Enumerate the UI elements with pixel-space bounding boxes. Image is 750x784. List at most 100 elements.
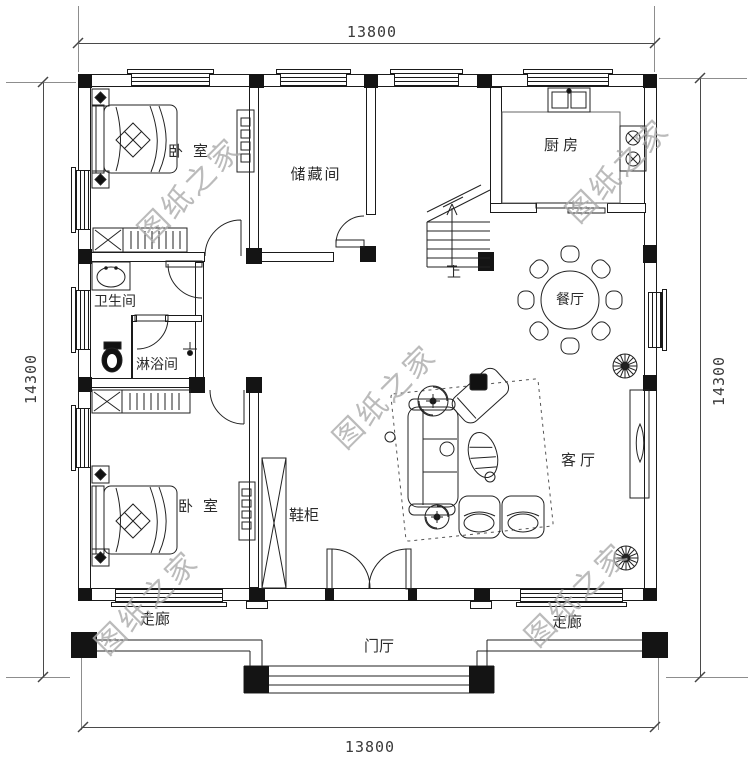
- bed: [91, 485, 178, 555]
- window-sill: [516, 602, 627, 607]
- window: [527, 73, 609, 86]
- window: [131, 73, 210, 86]
- column: [78, 74, 92, 88]
- wall-shower-left: [131, 315, 133, 381]
- porch-column: [71, 632, 97, 658]
- column: [643, 245, 657, 263]
- decor-circles: [384, 431, 496, 483]
- dimension-line-bottom: [83, 727, 655, 728]
- extension-line: [78, 6, 79, 72]
- extension-line: [6, 677, 70, 678]
- door-kitchen-slider: [535, 202, 606, 214]
- porch-steps: [97, 639, 642, 694]
- wall-shower-top-b: [165, 315, 202, 322]
- plant: [613, 545, 639, 571]
- closet: [91, 227, 191, 414]
- label-bathroom: 卫生间: [94, 293, 136, 309]
- column: [478, 252, 494, 271]
- window: [115, 589, 223, 602]
- label-entry-hall: 门厅: [363, 638, 394, 655]
- dimension-line-right: [700, 78, 701, 677]
- window-sill: [71, 167, 76, 233]
- extension-line: [81, 658, 82, 730]
- column: [643, 74, 657, 88]
- label-stairs-up: 上: [447, 264, 461, 280]
- column: [364, 74, 378, 88]
- extension-line: [6, 82, 76, 83]
- door-bedroom2: [209, 389, 245, 425]
- door-shower: [134, 314, 169, 350]
- window: [520, 589, 623, 602]
- dimension-line-top: [78, 43, 655, 44]
- door-storage: [335, 215, 365, 248]
- door-entrance-double: [326, 548, 412, 590]
- shoe-cabinet: [261, 457, 287, 589]
- toilet: [101, 341, 123, 373]
- armchair: [458, 495, 545, 539]
- window-sill: [71, 287, 76, 353]
- shower-head: [183, 342, 197, 356]
- pilaster-base: [246, 601, 268, 609]
- column: [246, 377, 262, 393]
- label-dining: 餐厅: [556, 291, 584, 307]
- column: [78, 377, 92, 392]
- column: [360, 246, 376, 262]
- dimension-bottom: 13800: [344, 738, 396, 756]
- window: [76, 170, 91, 230]
- column: [246, 248, 262, 264]
- dimension-ticks: [37, 37, 706, 733]
- column: [189, 377, 205, 393]
- window: [76, 408, 91, 468]
- extension-line: [654, 6, 655, 72]
- column: [643, 588, 657, 601]
- door-jamb: [325, 588, 334, 601]
- window: [76, 290, 91, 350]
- porch-column: [642, 632, 668, 658]
- pilaster-base: [470, 601, 492, 609]
- window-sill: [111, 602, 227, 607]
- window: [648, 292, 662, 348]
- label-corridor-left: 走廊: [139, 611, 170, 628]
- porch-step-column: [244, 666, 494, 693]
- bathroom-sink: [91, 261, 131, 291]
- column: [249, 74, 264, 88]
- dimension-top: 13800: [346, 23, 398, 41]
- wall-kitchen-bottom-b: [607, 203, 646, 213]
- label-living: 客厅: [560, 452, 599, 469]
- rug: [390, 378, 554, 542]
- label-corridor-right: 走廊: [551, 614, 582, 631]
- door-bedroom1: [204, 219, 242, 257]
- label-bedroom-top: 卧室: [167, 143, 218, 160]
- column: [643, 375, 657, 391]
- side-table: [424, 504, 450, 530]
- window-sill: [71, 405, 76, 471]
- nightstand: [91, 88, 110, 567]
- extension-line: [659, 78, 747, 79]
- plant: [612, 353, 638, 379]
- window: [280, 73, 347, 86]
- label-kitchen: 厨房: [543, 137, 582, 154]
- label-shower: 淋浴间: [136, 356, 178, 372]
- kitchen-sink: [547, 87, 591, 113]
- column: [78, 249, 92, 264]
- label-storage: 储藏间: [290, 166, 342, 183]
- window: [394, 73, 459, 86]
- dresser: [236, 109, 256, 541]
- label-shoe-cabinet: 鞋柜: [288, 507, 319, 524]
- door-jamb: [408, 588, 417, 601]
- column: [477, 74, 492, 88]
- window-sill: [662, 289, 667, 351]
- dimension-line-left: [43, 82, 44, 678]
- column: [474, 588, 490, 601]
- column: [78, 588, 92, 601]
- bed: [91, 104, 178, 174]
- extension-line: [658, 658, 659, 730]
- column: [249, 588, 265, 601]
- kitchen-counter: [501, 111, 621, 204]
- label-bedroom-bottom: 卧室: [177, 498, 228, 515]
- stove: [619, 125, 647, 172]
- stairs: [426, 184, 491, 268]
- dining-table: [517, 245, 623, 355]
